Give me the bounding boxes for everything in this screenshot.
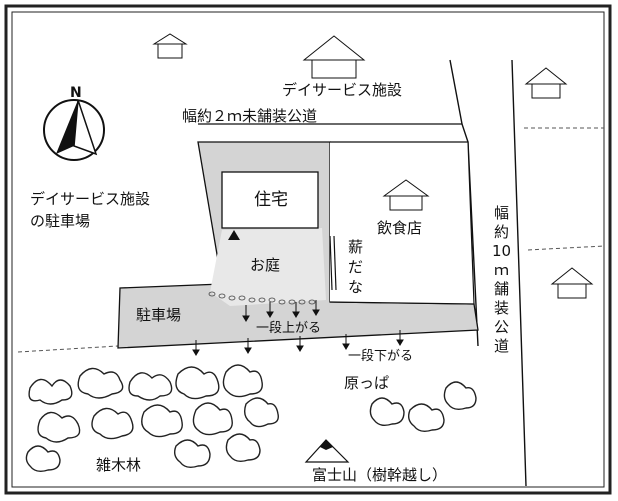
outer-frame [4,4,612,495]
mt-fuji-icon [304,439,350,463]
firewood-char: な [348,278,363,296]
label-garden: お庭 [250,256,280,274]
wide-road-char: 幅 [494,204,509,222]
firewood-char: だ [348,258,363,276]
wide-road-char: 道 [494,337,509,355]
wide-road-centerline-2 [527,245,605,251]
north-arrow-label: N [70,85,82,101]
label-restaurant: 飲食店 [377,219,422,237]
label-firewood-rack: 薪 だ な [348,238,363,296]
firewood-char: 薪 [348,238,363,256]
label-step-up: 一段上がる [256,321,321,336]
wide-road-char: 装 [494,299,509,317]
wide-road-edge-east [511,59,527,487]
firewood-rack-2 [333,235,337,291]
inner-frame [11,11,605,488]
wide-road-char: 10 [492,242,511,260]
label-house: 住宅 [254,190,288,210]
house-icon-day-service [302,35,366,79]
label-parking: 駐車場 [136,306,181,324]
house-building [221,171,319,229]
garden-area [210,228,326,306]
label-day-service-parking-1: デイサービス施設 [30,190,150,208]
house-icon-restaurant [382,179,430,211]
garden-stones [208,291,316,305]
woods-area [25,364,477,473]
firewood-rack [329,235,333,291]
wide-road-char: ｍ [494,261,509,279]
label-narrow-road: 幅約２ｍ未舗装公道 [182,107,317,125]
wide-road-edge-west [449,59,479,347]
entrance-marker [228,230,240,240]
label-step-down: 一段下がる [348,349,413,364]
north-arrow [43,99,105,161]
wide-road-char: 約 [494,223,509,241]
house-icon-ne [524,67,568,99]
step-arrows [192,300,404,356]
house-icon-east [550,267,594,299]
wide-road-char: 公 [494,318,509,336]
restaurant-lot [329,141,475,305]
house-icon-small-nw [152,33,188,59]
label-field: 原っぱ [344,374,389,392]
label-mt-fuji: 富士山（樹幹越し） [312,466,447,484]
label-woods: 雑木林 [96,456,141,474]
field-boundary-dashed [17,345,119,353]
label-wide-road: 幅 約 10 ｍ 舗 装 公 道 [492,204,511,355]
wide-road-char: 舗 [494,280,509,298]
label-day-service-parking-2: の駐車場 [30,212,90,230]
label-day-service-top: デイサービス施設 [282,81,402,99]
